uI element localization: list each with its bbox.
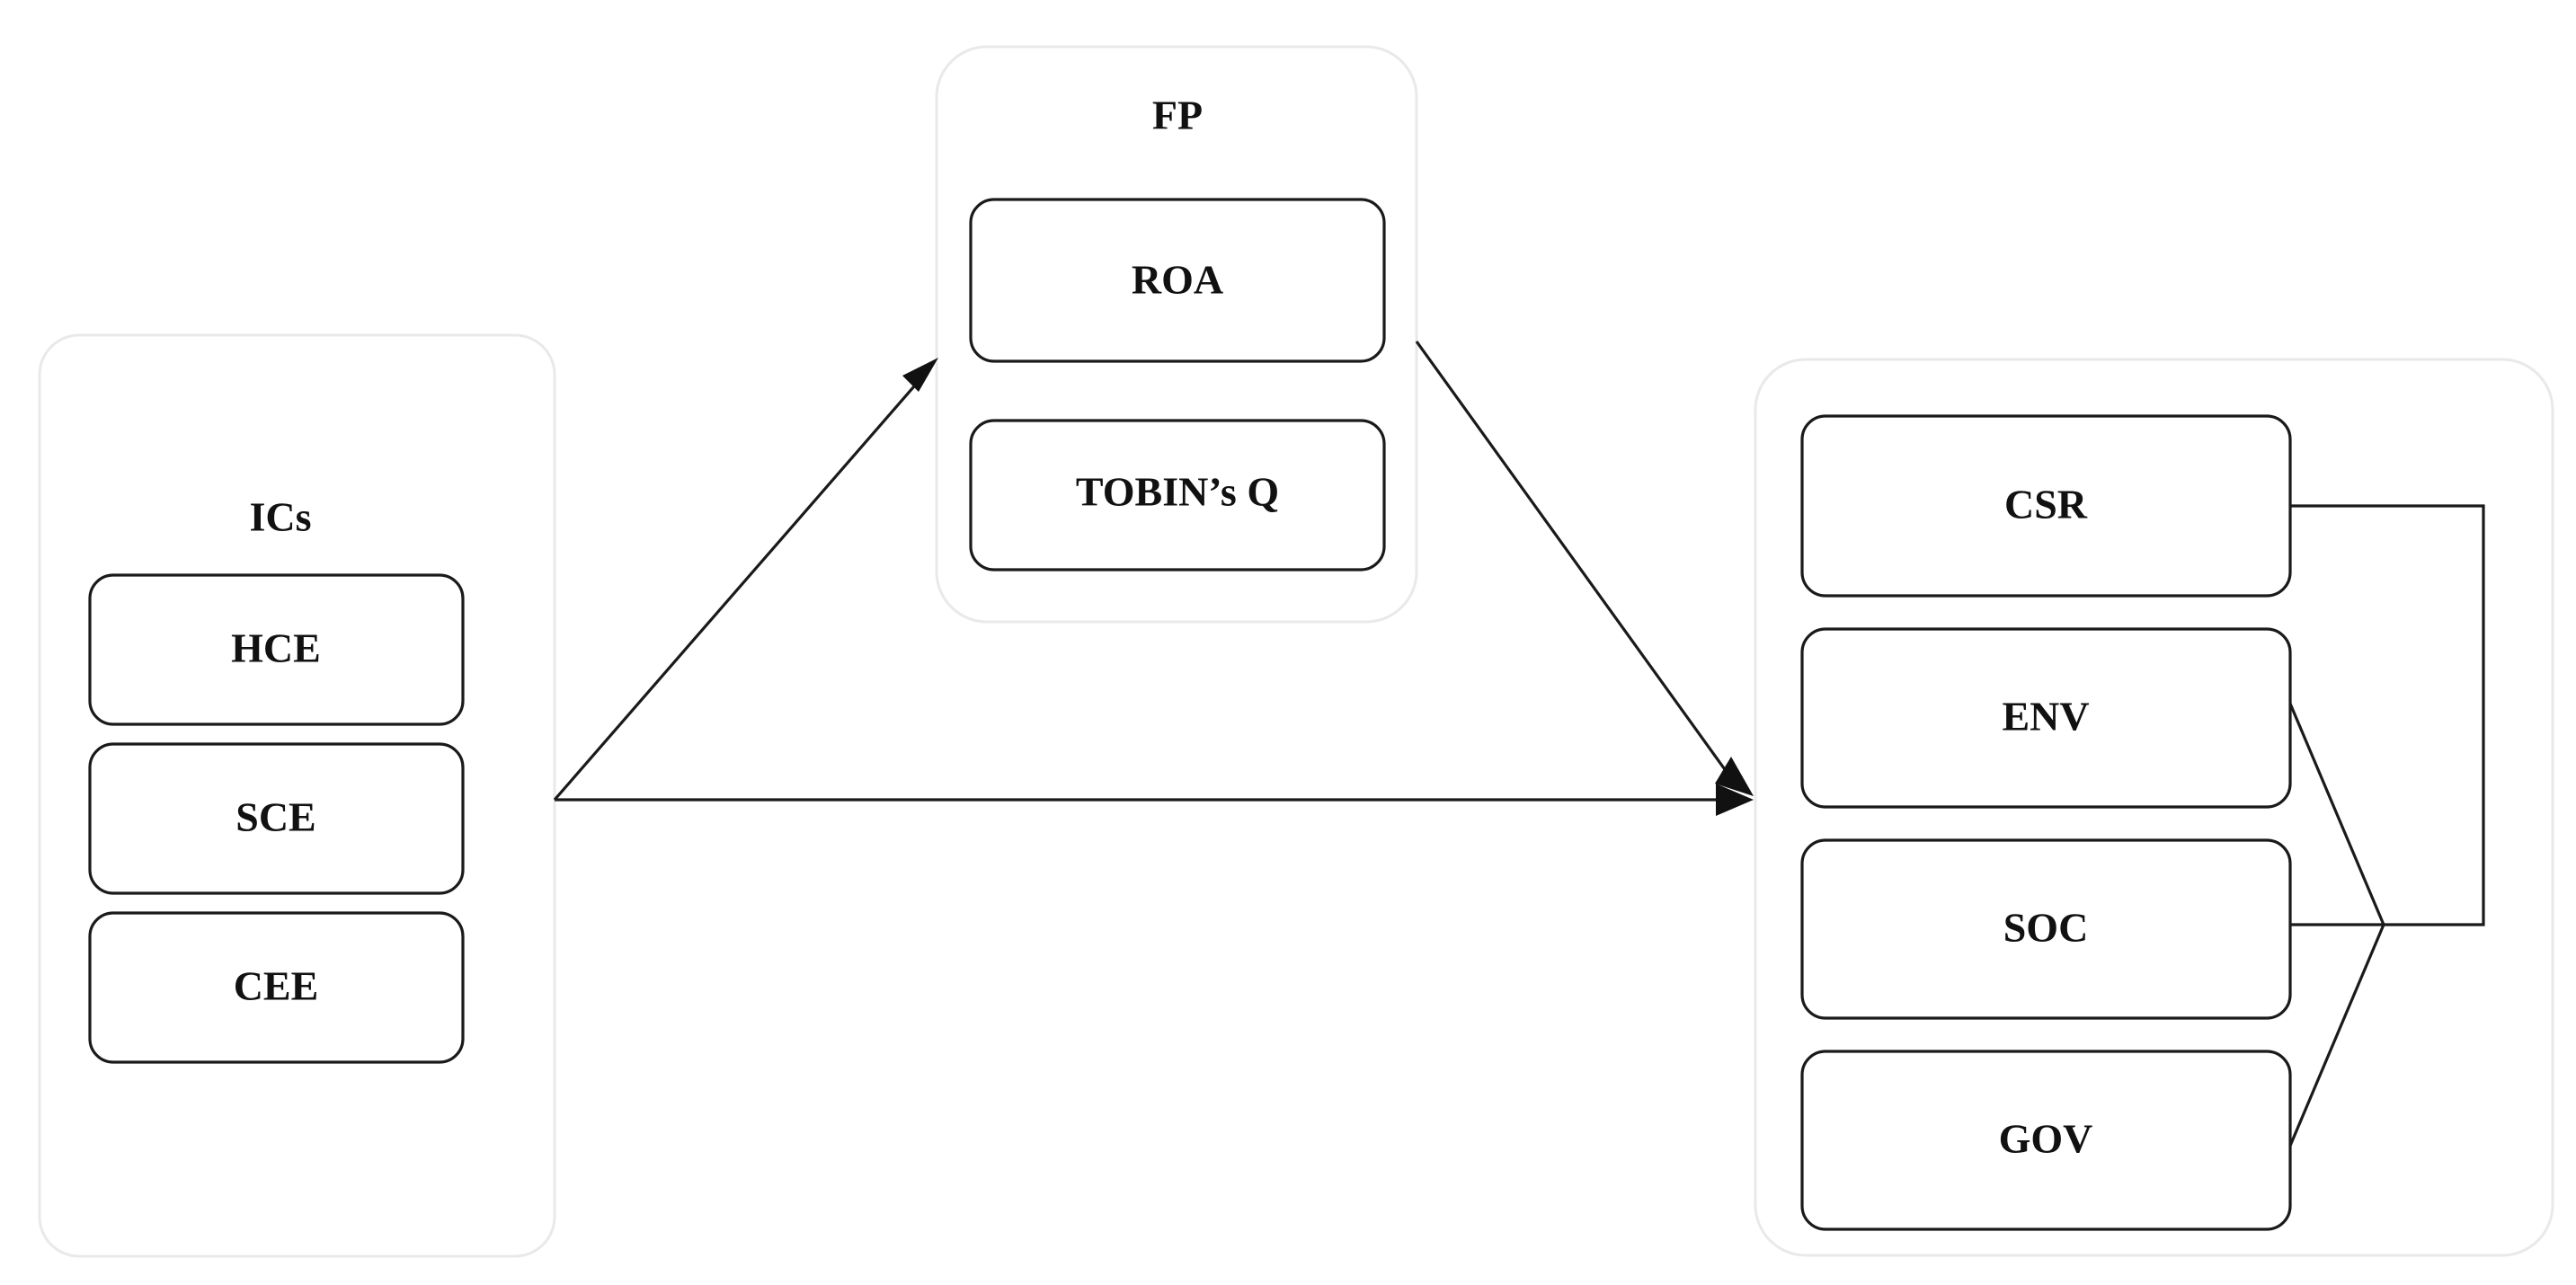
edge-fp-to-csr-line (1415, 341, 1733, 779)
node-sce[interactable]: SCE (88, 742, 465, 895)
node-tobins-q-box (969, 419, 1386, 572)
node-csr[interactable]: CSR (1800, 414, 2292, 598)
node-env-label: ENV (2002, 694, 2089, 740)
bracket-gov-line (2288, 924, 2385, 1147)
node-roa-label: ROA (1132, 257, 1223, 303)
node-gov-label: GOV (1999, 1116, 2093, 1162)
node-hce[interactable]: HCE (88, 573, 465, 726)
group-fp[interactable]: FP ROA TOBIN’s Q (935, 45, 1418, 624)
edge-ics-to-fp-line (553, 371, 928, 802)
edge-ics-to-csr-arrowhead (1716, 784, 1754, 816)
node-gov[interactable]: GOV (1800, 1050, 2292, 1231)
node-hce-label: HCE (231, 625, 321, 671)
group-csr[interactable]: CSR ENV SOC GOV (1754, 358, 2554, 1257)
edge-ics-to-csr (555, 784, 1754, 816)
node-roa-box (969, 198, 1386, 363)
node-tobins-q-label: TOBIN’s Q (1076, 469, 1279, 515)
node-env-box (1800, 627, 2292, 809)
node-env[interactable]: ENV (1800, 627, 2292, 809)
node-cee-label: CEE (234, 963, 319, 1009)
group-ics[interactable]: ICs HCE SCE CEE (38, 333, 556, 1258)
edge-ics-to-fp-arrowhead (902, 358, 938, 392)
node-tobins-q[interactable]: TOBIN’s Q (969, 419, 1386, 572)
bracket-csr-path (2290, 504, 2485, 926)
node-cee[interactable]: CEE (88, 911, 465, 1064)
edge-ics-to-fp (553, 358, 938, 802)
edge-fp-to-csr-arrowhead (1715, 757, 1754, 796)
node-roa[interactable]: ROA (969, 198, 1386, 363)
node-sce-label: SCE (235, 794, 315, 840)
edge-fp-to-csr (1415, 341, 1754, 796)
group-fp-title: FP (1152, 93, 1203, 138)
group-ics-title: ICs (249, 494, 311, 540)
node-soc[interactable]: SOC (1800, 838, 2292, 1020)
node-soc-box (1800, 838, 2292, 1020)
bracket-env-line (2288, 703, 2385, 926)
node-hce-box (88, 573, 465, 726)
node-gov-box (1800, 1050, 2292, 1231)
node-csr-label: CSR (2004, 482, 2088, 527)
node-cee-box (88, 911, 465, 1064)
node-sce-box (88, 742, 465, 895)
edge-csr-composite-bracket (2288, 504, 2485, 1147)
node-soc-label: SOC (2003, 905, 2089, 951)
